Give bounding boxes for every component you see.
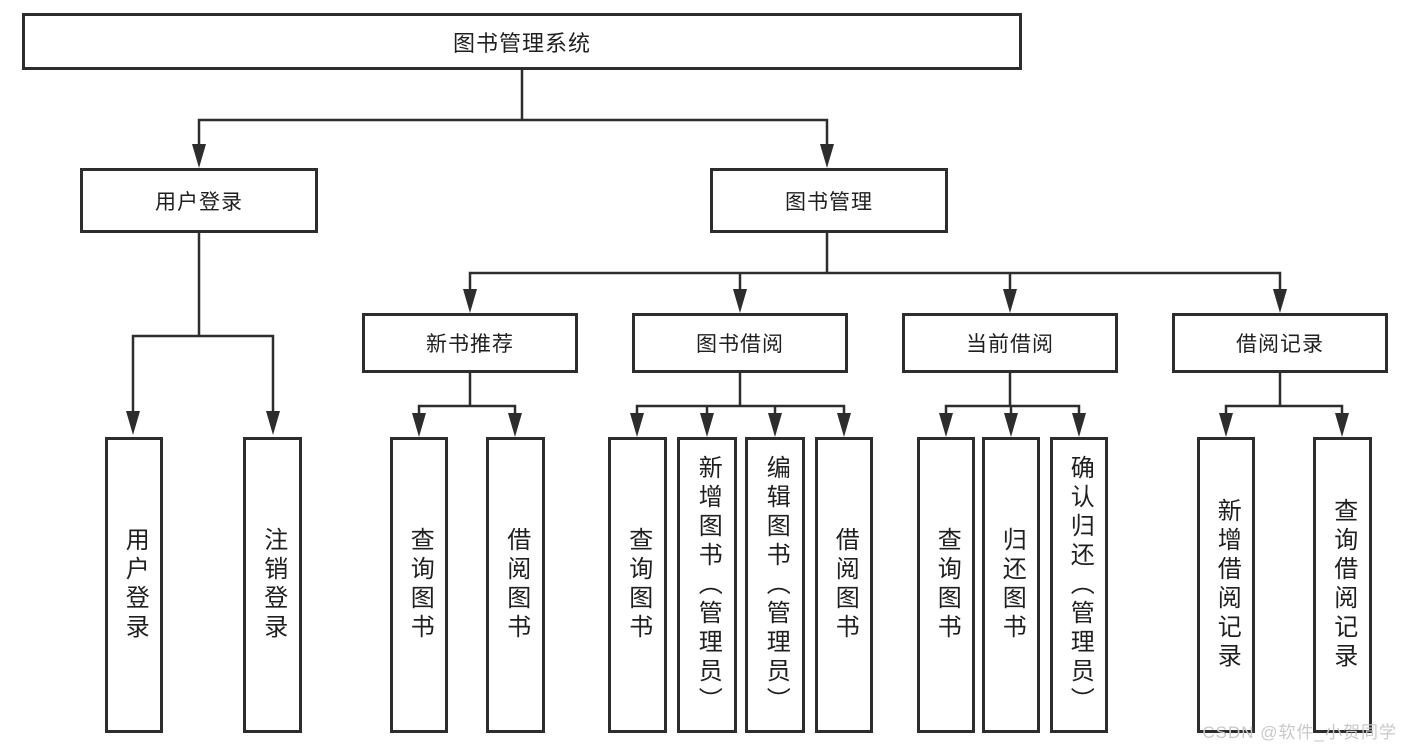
node-label: 借阅记录 <box>1236 333 1324 356</box>
node-query-books-recommend: 查询图书 <box>390 437 448 733</box>
node-borrowing-records: 借阅记录 <box>1172 313 1388 373</box>
arrow-down-icon <box>126 411 140 435</box>
node-label: 注销登录 <box>259 527 287 643</box>
node-label: 查询借阅记录 <box>1329 498 1357 672</box>
arrow-down-icon <box>1273 289 1287 313</box>
node-add-books-admin: 新增图书（管理员） <box>677 437 737 733</box>
arrow-down-icon <box>508 413 522 437</box>
node-label: 借阅图书 <box>502 527 530 643</box>
arrow-down-icon <box>820 144 834 168</box>
node-library-management-system: 图书管理系统 <box>22 13 1022 70</box>
arrow-down-icon <box>463 289 477 313</box>
node-user-login-leaf: 用户登录 <box>105 437 163 733</box>
node-label: 查询图书 <box>406 527 434 643</box>
arrow-down-icon <box>630 413 644 437</box>
node-book-management: 图书管理 <box>710 168 948 233</box>
node-user-login: 用户登录 <box>80 168 318 233</box>
node-confirm-return-admin: 确认归还（管理员） <box>1050 437 1108 733</box>
node-label: 用户登录 <box>121 527 149 643</box>
arrow-down-icon <box>700 413 714 437</box>
arrow-down-icon <box>1072 413 1086 437</box>
node-label: 新增借阅记录 <box>1213 498 1241 672</box>
node-logout: 注销登录 <box>243 437 302 733</box>
node-label: 图书管理 <box>785 190 873 214</box>
node-label: 归还图书 <box>998 527 1026 643</box>
node-label: 图书借阅 <box>696 333 784 356</box>
node-borrow-books-recommend: 借阅图书 <box>486 437 545 733</box>
csdn-watermark: CSDN @软件_小贺同学 <box>1202 723 1397 742</box>
arrow-down-icon <box>192 144 206 168</box>
node-label: 新书推荐 <box>426 333 514 356</box>
node-borrow-books: 借阅图书 <box>815 437 873 733</box>
node-label: 借阅图书 <box>831 527 859 643</box>
node-query-borrow-record: 查询借阅记录 <box>1313 437 1372 733</box>
node-query-books-current: 查询图书 <box>917 437 975 733</box>
arrow-down-icon <box>1219 413 1233 437</box>
node-label: 图书管理系统 <box>452 30 591 56</box>
node-current-borrowing: 当前借阅 <box>902 313 1118 373</box>
node-label: 用户登录 <box>155 190 243 214</box>
arrow-down-icon <box>1335 413 1349 437</box>
node-label: 编辑图书（管理员） <box>762 454 790 716</box>
node-label: 查询图书 <box>933 527 961 643</box>
arrow-down-icon <box>266 411 280 435</box>
node-label: 当前借阅 <box>966 333 1054 356</box>
node-query-books-borrowing: 查询图书 <box>608 437 667 733</box>
arrow-down-icon <box>733 289 747 313</box>
arrow-down-icon <box>837 413 851 437</box>
arrow-down-icon <box>768 413 782 437</box>
arrow-down-icon <box>939 413 953 437</box>
node-add-borrow-record: 新增借阅记录 <box>1197 437 1255 733</box>
arrow-down-icon <box>1004 413 1018 437</box>
arrow-down-icon <box>412 413 426 437</box>
arrow-down-icon <box>1003 289 1017 313</box>
node-edit-books-admin: 编辑图书（管理员） <box>745 437 805 733</box>
node-new-book-recommendation: 新书推荐 <box>362 313 578 373</box>
node-label: 新增图书（管理员） <box>694 454 722 716</box>
node-return-books: 归还图书 <box>982 437 1040 733</box>
node-label: 确认归还（管理员） <box>1066 454 1094 716</box>
node-label: 查询图书 <box>624 527 652 643</box>
node-book-borrowing: 图书借阅 <box>632 313 848 373</box>
